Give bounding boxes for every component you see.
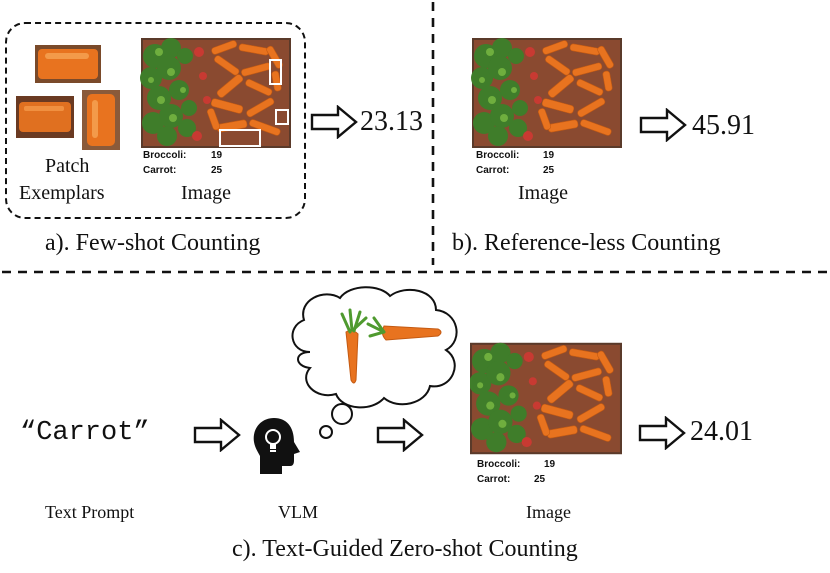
carrot-count-value: 25	[211, 165, 223, 176]
patch-exemplar-1	[35, 45, 101, 83]
arrow-right-icon	[193, 418, 241, 452]
panel-c-caption: c). Text-Guided Zero-shot Counting	[232, 536, 578, 562]
image-label: Image	[526, 502, 571, 522]
broccoli-count-value: 19	[211, 150, 223, 161]
broccoli-count-name: Broccoli:	[143, 150, 187, 161]
broccoli-count-value: 19	[543, 150, 555, 161]
patch-label-line1: Patch	[45, 155, 90, 177]
panel-b: Broccoli: 19 Carrot: 25 Image 45.91 b). …	[436, 0, 830, 272]
carrot-count-value: 25	[543, 165, 555, 176]
arrow-right-icon	[310, 105, 358, 139]
arrow-right-icon	[639, 108, 687, 142]
arrow-right-icon	[638, 416, 686, 450]
patch-label-line2: Exemplars	[19, 182, 105, 204]
patch-exemplar-2	[16, 96, 74, 138]
patch-exemplar-3	[82, 90, 120, 150]
broccoli-count-value: 19	[544, 459, 556, 470]
reference-less-result: 45.91	[692, 110, 755, 141]
few-shot-input-box	[5, 22, 306, 219]
vegetable-image	[470, 342, 622, 455]
image-label: Image	[181, 182, 231, 204]
arrow-right-icon	[376, 418, 424, 452]
panel-b-caption: b). Reference-less Counting	[452, 230, 721, 256]
exemplar-bounding-boxes	[219, 59, 289, 147]
image-label: Image	[518, 182, 568, 204]
few-shot-result: 23.13	[360, 106, 423, 137]
carrot-icon	[340, 308, 368, 384]
panel-a: Patch Exemplars Broccoli: 19 Carrot: 25 …	[0, 0, 430, 272]
head-lightbulb-icon	[253, 418, 300, 474]
carrot-icon	[366, 316, 442, 341]
panel-c: “Carrot” Text Prompt VLM Broccoli: 19 Ca…	[0, 276, 830, 573]
vegetable-image	[471, 38, 623, 148]
vlm-label: VLM	[278, 502, 318, 522]
carrot-count-name: Carrot:	[477, 474, 511, 485]
vegetable-image	[140, 38, 292, 148]
zero-shot-result: 24.01	[690, 416, 753, 447]
carrot-count-value: 25	[534, 474, 546, 485]
broccoli-count-name: Broccoli:	[477, 459, 521, 470]
panel-a-caption: a). Few-shot Counting	[45, 230, 261, 256]
text-prompt-label: Text Prompt	[45, 502, 135, 522]
thought-cloud-icon	[291, 286, 458, 439]
broccoli-count-name: Broccoli:	[476, 150, 520, 161]
carrot-count-name: Carrot:	[143, 165, 177, 176]
text-prompt: “Carrot”	[20, 418, 150, 448]
carrot-count-name: Carrot:	[476, 165, 510, 176]
